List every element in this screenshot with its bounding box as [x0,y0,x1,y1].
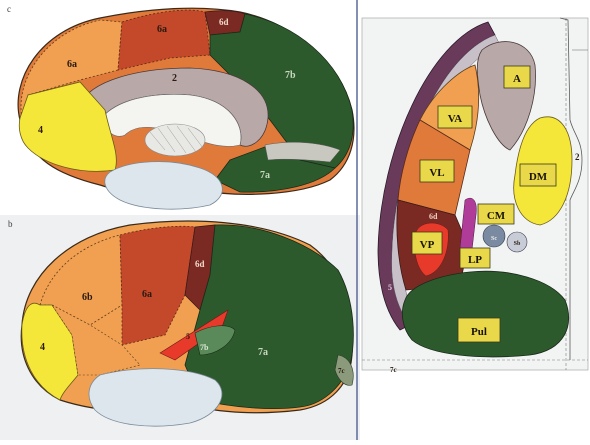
brainstem-lateral [89,369,222,426]
medial-hemisphere-figure: c 6a 6a 6d 2 7b 4 7a [0,0,360,215]
thalamus-figure: A VA VL DM 6d VP CM LP Pul [360,0,590,380]
panel-letter-c: c [7,4,11,14]
label-6a-top: 6a [157,24,167,35]
nucleus-Pul [402,271,568,357]
label-4-lateral: 4 [40,342,45,353]
label-7a-medial: 7a [260,170,270,181]
label-6a-lateral: 6a [142,289,152,300]
box-VL: VL [420,160,454,182]
box-VP: VP [412,232,442,254]
label-5-thal: 5 [388,283,392,292]
svg-text:VA: VA [448,113,463,125]
label-6d-thal: 6d [429,212,438,221]
svg-text:LP: LP [468,254,482,266]
svg-text:VL: VL [429,167,444,179]
box-VA: VA [438,106,472,128]
box-CM: CM [478,204,514,224]
label-7b-medial: 7b [285,70,296,81]
label-Sc: Sc [491,236,497,242]
box-A: A [504,66,530,88]
thalamus-panel: A VA VL DM 6d VP CM LP Pul [360,0,590,380]
label-7b-lateral: 7b [200,343,209,352]
svg-text:Pul: Pul [471,326,487,338]
svg-text:CM: CM [487,210,506,222]
box-DM: DM [520,164,556,186]
label-7c-lateral: 7c [338,367,345,375]
svg-text:DM: DM [529,171,548,183]
svg-text:VP: VP [420,239,435,251]
label-7c-thal: 7c [390,366,397,374]
lateral-hemisphere-figure: b 6b 6a 6d 4 5 7b 7a 7c [0,215,360,440]
panel-letter-b: b [8,219,13,229]
label-2-medial: 2 [172,73,177,84]
label-4-medial: 4 [38,125,43,136]
label-6b-lateral: 6b [82,292,93,303]
label-2-thal: 2 [575,152,580,162]
box-LP: LP [460,248,490,268]
label-6d-lateral: 6d [195,259,205,269]
box-Pul: Pul [458,318,500,342]
label-6a-left: 6a [67,59,77,70]
label-Sb: Sb [514,241,521,247]
lateral-hemisphere-panel: b 6b 6a 6d 4 5 7b 7a 7c [0,215,360,440]
svg-text:A: A [513,73,521,85]
label-7a-lateral: 7a [258,347,268,358]
thalamus-hatch-medial [145,124,205,156]
label-5-lateral: 5 [186,332,190,341]
medial-hemisphere-panel: c 6a 6a 6d 2 7b 4 7a [0,0,360,215]
label-6d-medial: 6d [219,17,229,27]
